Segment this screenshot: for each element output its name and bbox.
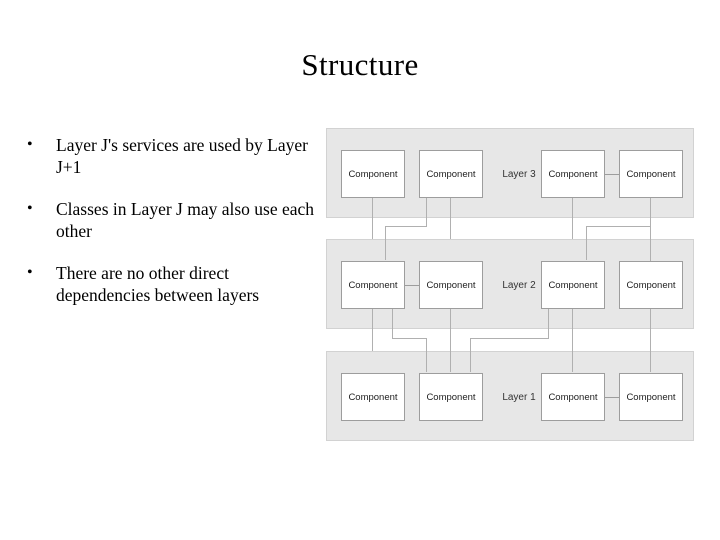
- connector-l3c4-down-a: [650, 195, 651, 226]
- layer-label-2: Layer 2: [502, 279, 536, 291]
- connector-l2c1-down-b: [392, 307, 393, 338]
- connector-l2c1-across-b: [392, 338, 427, 339]
- connector-l2c1-to-l1c2: [426, 338, 427, 372]
- intra-layer-link-l1-c3-c4: [605, 397, 619, 398]
- connector-l2c2-to-l1c2: [450, 307, 451, 372]
- bullet-text: Layer J's services are used by Layer J+1: [56, 135, 308, 177]
- connector-l2c3-across-b: [470, 338, 549, 339]
- component-box[interactable]: Component: [341, 150, 405, 198]
- component-box[interactable]: Component: [541, 373, 605, 421]
- connector-l2c3-down-b: [548, 307, 549, 338]
- layer-panel-2: Component Component Layer 2 Component Co…: [326, 239, 694, 329]
- component-box[interactable]: Component: [419, 150, 483, 198]
- bullet-marker-icon: •: [27, 264, 33, 281]
- connector-l3c4-to-l2c4: [650, 239, 651, 272]
- component-box[interactable]: Component: [341, 261, 405, 309]
- connector-l3c1-to-l2c1: [372, 195, 373, 239]
- layer-panel-3: Component Component Layer 3 Component Co…: [326, 128, 694, 218]
- component-box[interactable]: Component: [541, 150, 605, 198]
- component-box[interactable]: Component: [341, 373, 405, 421]
- component-box[interactable]: Component: [619, 261, 683, 309]
- connector-l2c4-to-l1c4: [650, 307, 651, 372]
- bullet-marker-icon: •: [27, 136, 33, 153]
- bullet-marker-icon: •: [27, 200, 33, 217]
- connector-l3c2-across-a: [385, 226, 427, 227]
- connector-l3c4-to-l2c3: [586, 226, 587, 260]
- list-item: • Classes in Layer J may also use each o…: [16, 198, 321, 242]
- intra-layer-link-l2-c1-c2: [405, 285, 419, 286]
- layer-label-1: Layer 1: [502, 391, 536, 403]
- connector-l3c2-to-l2c2: [450, 195, 451, 239]
- list-item: • There are no other direct dependencies…: [16, 262, 321, 306]
- bullet-text: There are no other direct dependencies b…: [56, 263, 260, 305]
- component-box[interactable]: Component: [541, 261, 605, 309]
- connector-l3c3-to-l2c3: [572, 195, 573, 239]
- connector-l2c3-to-l1c2: [470, 338, 471, 372]
- component-box[interactable]: Component: [619, 373, 683, 421]
- list-item: • Layer J's services are used by Layer J…: [16, 134, 321, 178]
- component-box[interactable]: Component: [419, 373, 483, 421]
- page-title: Structure: [301, 47, 419, 82]
- component-box[interactable]: Component: [419, 261, 483, 309]
- connector-l3c4-to-l2c4-a: [650, 226, 651, 239]
- connector-l2c3-to-l1c3: [572, 307, 573, 372]
- intra-layer-link-l3-c3-c4: [605, 174, 619, 175]
- bullet-text: Classes in Layer J may also use each oth…: [56, 199, 315, 241]
- bullet-list: • Layer J's services are used by Layer J…: [16, 134, 321, 326]
- connector-l2c1-to-l1c1: [372, 307, 373, 351]
- layer-panel-1: Component Component Layer 1 Component Co…: [326, 351, 694, 441]
- connector-l3c2-down-a: [426, 195, 427, 226]
- layered-architecture-diagram: Component Component Layer 3 Component Co…: [326, 126, 696, 446]
- layer-label-3: Layer 3: [502, 168, 536, 180]
- component-box[interactable]: Component: [619, 150, 683, 198]
- connector-l3c4-across-a: [586, 226, 651, 227]
- connector-l3c2-to-l2c1: [385, 226, 386, 260]
